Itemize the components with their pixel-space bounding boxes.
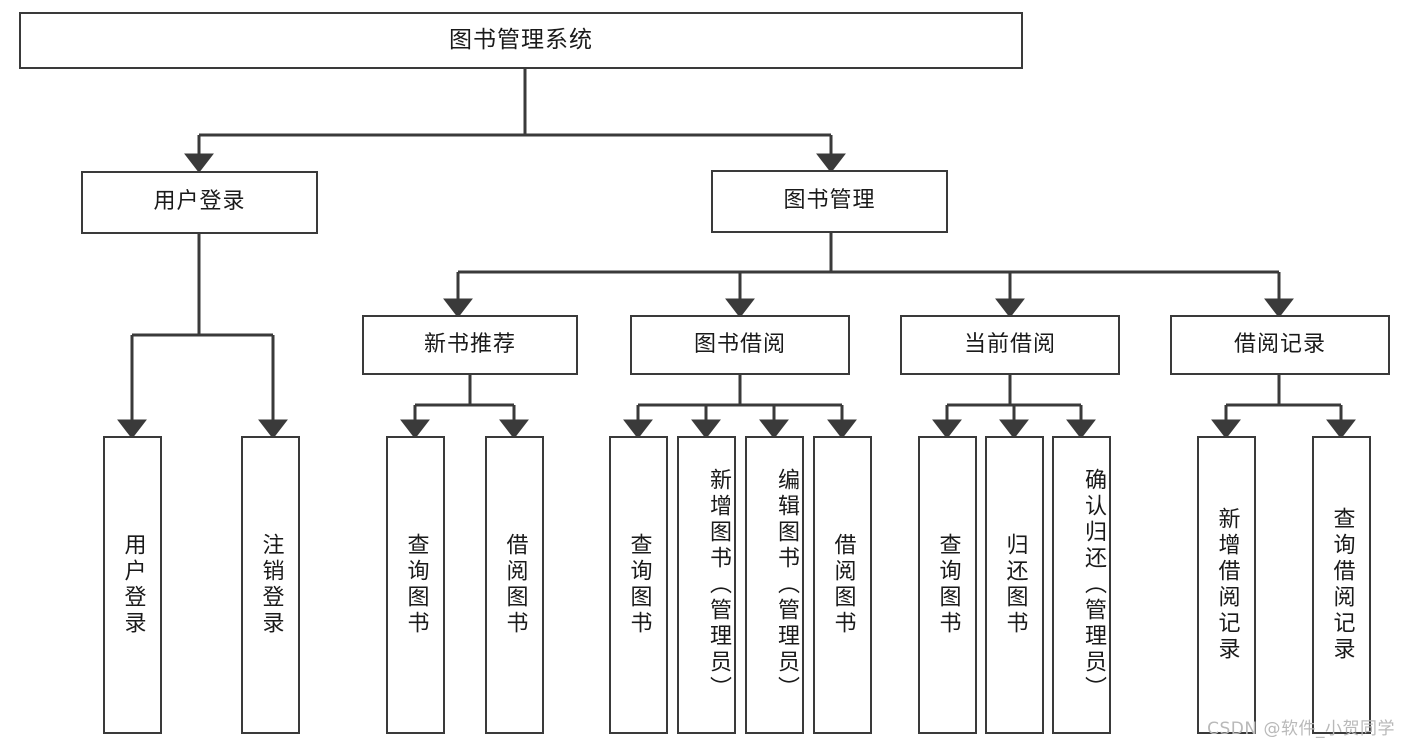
node-book-management[interactable]: 图书管理 [711, 170, 948, 233]
leaf-return-book[interactable]: 归还图书 [985, 436, 1044, 734]
node-book-borrow[interactable]: 图书借阅 [630, 315, 850, 375]
leaf-borrow-book-recommend[interactable]: 借阅图书 [485, 436, 544, 734]
leaf-confirm-return-admin[interactable]: 确认归还（管理员） [1052, 436, 1111, 734]
node-borrow-record[interactable]: 借阅记录 [1170, 315, 1390, 375]
leaf-logout-login[interactable]: 注销登录 [241, 436, 300, 734]
leaf-query-borrow-record[interactable]: 查询借阅记录 [1312, 436, 1371, 734]
leaf-add-book-admin[interactable]: 新增图书（管理员） [677, 436, 736, 734]
node-new-book-recommend[interactable]: 新书推荐 [362, 315, 578, 375]
node-root-system[interactable]: 图书管理系统 [19, 12, 1023, 69]
leaf-borrow-book[interactable]: 借阅图书 [813, 436, 872, 734]
leaf-add-borrow-record[interactable]: 新增借阅记录 [1197, 436, 1256, 734]
leaf-query-book-recommend[interactable]: 查询图书 [386, 436, 445, 734]
leaf-query-book-borrow[interactable]: 查询图书 [609, 436, 668, 734]
leaf-user-login[interactable]: 用户登录 [103, 436, 162, 734]
leaf-query-book-current[interactable]: 查询图书 [918, 436, 977, 734]
node-user-login[interactable]: 用户登录 [81, 171, 318, 234]
watermark-text: CSDN @软件_小贺同学 [1207, 719, 1395, 739]
leaf-edit-book-admin[interactable]: 编辑图书（管理员） [745, 436, 804, 734]
node-current-borrow[interactable]: 当前借阅 [900, 315, 1120, 375]
